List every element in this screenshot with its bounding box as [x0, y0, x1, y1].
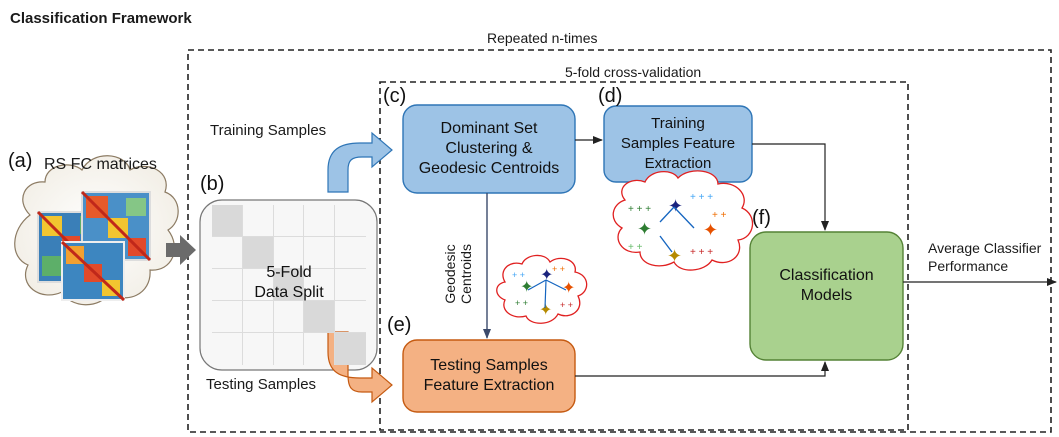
panel-a-letter: (a)	[8, 150, 33, 172]
grid-cell	[304, 333, 336, 365]
svg-text:✦: ✦	[520, 277, 533, 296]
grid-cell	[212, 205, 243, 237]
svg-text:✦: ✦	[637, 219, 652, 240]
grid-cell	[304, 237, 336, 269]
data-split-grid	[212, 205, 366, 365]
grid-cell	[304, 301, 336, 333]
panel-c-label: Dominant Set Clustering & Geodesic Centr…	[403, 119, 575, 179]
grid-cell	[242, 301, 274, 333]
training-samples-label: Training Samples	[210, 122, 327, 139]
grid-cell	[273, 237, 305, 269]
panel-e-line2: Feature Extraction	[423, 377, 555, 394]
svg-text:+ + +: + + +	[690, 247, 713, 258]
grid-cell	[335, 333, 366, 365]
arrow-d-to-f	[752, 143, 829, 231]
svg-text:+ +: + +	[552, 264, 565, 274]
svg-text:+ +: + +	[512, 270, 525, 280]
fc-matrix-3	[60, 240, 126, 302]
panel-b-line2: Data Split	[254, 284, 324, 301]
grid-cell	[212, 301, 243, 333]
panel-e-letter: (e)	[387, 314, 412, 336]
grid-cell	[212, 333, 243, 365]
panel-d-line3: Extraction	[644, 155, 712, 172]
training-arrow	[327, 131, 393, 193]
panel-c-line2: Clustering &	[445, 140, 533, 157]
panel-f-line1: Classification	[779, 267, 874, 284]
grid-cell	[242, 269, 274, 301]
panel-a-label: RS FC matrices	[44, 156, 157, 173]
svg-text:✦: ✦	[540, 265, 553, 284]
grid-cell	[335, 269, 366, 301]
inner-loop-label: 5-fold cross-validation	[565, 64, 702, 80]
testing-samples-label: Testing Samples	[206, 376, 317, 393]
panel-f-line2: Models	[800, 287, 853, 304]
grid-cell	[242, 237, 274, 269]
grid-cell	[335, 301, 366, 333]
inner-loop-box	[379, 81, 909, 431]
geodesic-line1: Geodesic	[442, 244, 458, 304]
svg-text:✦: ✦	[539, 300, 552, 319]
page-title: Classification Framework	[10, 10, 192, 27]
grid-cell	[335, 237, 366, 269]
classification-box	[749, 231, 904, 361]
arrow-a-to-b	[166, 235, 196, 265]
panel-d-label: Training Samples Feature Extraction	[604, 114, 752, 174]
svg-text:+ +: + +	[515, 298, 528, 308]
svg-text:+ + +: + + +	[628, 204, 651, 215]
outer-loop-box	[187, 49, 1052, 433]
output-label: Average Classifier Performance	[928, 239, 1041, 275]
panel-b-line1: 5-Fold	[266, 264, 312, 281]
panel-c-line3: Geodesic Centroids	[418, 160, 560, 177]
grid-cell	[212, 237, 243, 269]
panel-d-line1: Training	[651, 115, 705, 132]
panel-b-label: 5-Fold Data Split	[214, 263, 364, 303]
output-line2: Performance	[928, 258, 1009, 274]
svg-text:+ +: + +	[712, 210, 727, 221]
panel-f-letter: (f)	[752, 207, 771, 229]
geodesic-centroids-label: Geodesic Centroids	[440, 218, 480, 318]
grid-cell	[304, 205, 336, 237]
panel-d-line2: Samples Feature	[620, 135, 736, 152]
svg-text:+ + +: + + +	[690, 192, 713, 203]
cluster-cloud-small: ✦ ✦ ✦ ✦ + + + + + + + +	[496, 254, 588, 324]
grid-cell	[335, 205, 366, 237]
outer-loop-label: Repeated n-times	[487, 30, 598, 46]
panel-d-letter: (d)	[598, 85, 623, 107]
grid-cell	[212, 269, 243, 301]
cluster-cloud-large: ✦ ✦ ✦ ✦ + + + + + + + + + + + + +	[612, 170, 754, 271]
svg-text:+ +: + +	[628, 242, 643, 253]
clustering-box	[402, 104, 576, 194]
panel-b-letter: (b)	[200, 173, 225, 195]
grid-cell	[242, 205, 274, 237]
grid-cell	[304, 269, 336, 301]
svg-text:+ +: + +	[560, 300, 573, 310]
panel-c-line1: Dominant Set	[440, 120, 538, 137]
panel-c-letter: (c)	[383, 85, 407, 107]
grid-cell	[273, 301, 305, 333]
svg-text:✦: ✦	[703, 220, 718, 241]
geodesic-line2: Centroids	[458, 244, 474, 304]
panel-e-label: Testing Samples Feature Extraction	[403, 356, 575, 396]
output-line1: Average Classifier	[928, 240, 1042, 256]
grid-cell	[273, 205, 305, 237]
panel-e-line1: Testing Samples	[430, 357, 548, 374]
grid-cell	[274, 333, 305, 365]
arrow-e-to-f	[575, 361, 829, 377]
panel-f-label: Classification Models	[750, 266, 903, 306]
svg-text:✦: ✦	[562, 278, 575, 297]
grid-cell	[273, 269, 305, 301]
grid-cell	[243, 333, 274, 365]
